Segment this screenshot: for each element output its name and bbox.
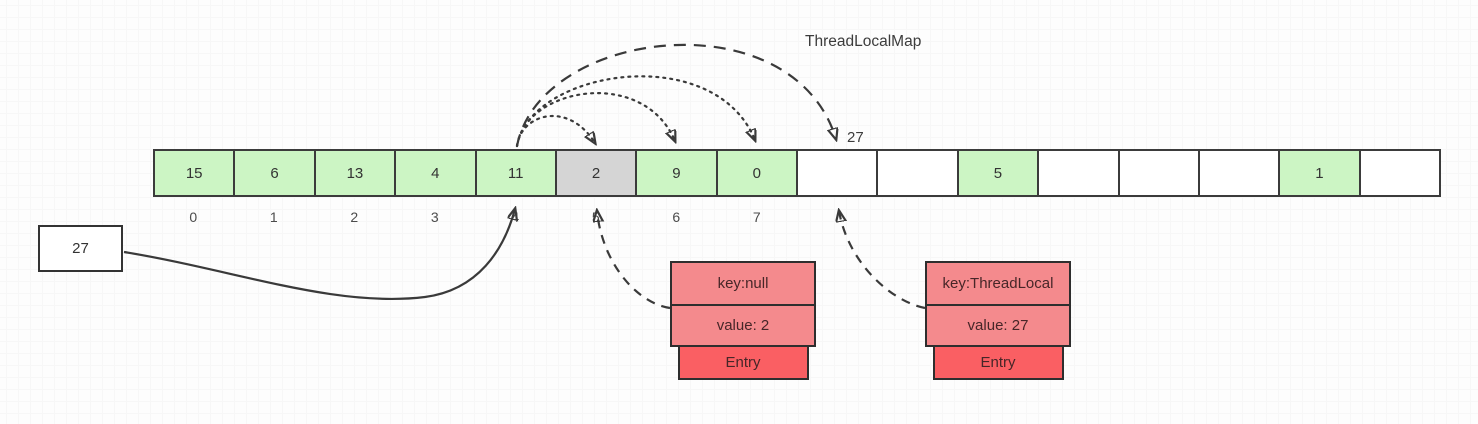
stale-entry-to-index5-arrow [597,211,671,310]
array-cell-1: 6 [235,151,316,195]
cell-value: 5 [993,164,1003,182]
cell-value: 9 [672,164,681,182]
array-cell-14: 1 [1280,151,1361,195]
entry-key-threadlocal: key:ThreadLocal value: 27 Entry [925,261,1071,380]
hash-arc-to-index8 [515,43,836,147]
diagram-title: ThreadLocalMap [805,33,922,50]
array-cell-8 [798,151,879,195]
value-27-box: 27 [38,225,123,272]
entry-key-row: key:ThreadLocal [925,261,1071,306]
array-cell-2: 13 [315,151,397,195]
array-cell-15 [1360,151,1439,195]
array-cell-11 [1039,151,1120,195]
hash-table-array: 15 6 13 4 11 2 9 0 5 1 [153,149,1441,197]
entry-value-row: value: 2 [670,304,816,347]
array-cell-0: 15 [155,151,236,195]
cell-value: 2 [591,164,601,182]
array-cell-5: 2 [556,151,638,195]
array-index-labels: 0 1 2 3 4 5 6 7 [153,209,797,225]
index-label-7: 7 [752,209,761,225]
cell-value: 0 [752,164,761,182]
entry-tab: Entry [677,345,809,380]
index-label-6: 6 [672,209,681,225]
cell-value: 13 [346,164,364,182]
probe-box-value: 27 [72,240,89,257]
entry-key-null: key:null value: 2 Entry [670,261,816,380]
array-cell-12 [1119,151,1200,195]
index-label-1: 1 [269,209,278,225]
index-label-3: 3 [430,209,439,225]
probe-arc-to-index7 [515,75,755,148]
cell-value: 11 [507,164,524,182]
array-cell-6: 9 [637,151,718,195]
array-cell-3: 4 [396,151,477,195]
live-entry-to-index8-arrow [839,211,926,310]
probe-arc-to-index5 [515,115,595,148]
entry-value-row: value: 27 [925,304,1071,347]
cell-value: 1 [1315,164,1324,182]
entry-key-row: key:null [670,261,816,306]
array-cell-7: 0 [717,151,798,195]
index-label-2: 2 [350,209,359,225]
array-cell-13 [1199,151,1281,195]
index-label-5: 5 [591,209,600,225]
probe-arc-to-index6 [515,92,675,148]
cell-value: 6 [270,164,279,182]
cell-value: 15 [185,164,203,182]
array-cell-4: 11 [476,151,557,195]
entry-tab: Entry [932,345,1064,380]
array-cell-9 [878,151,959,195]
index-label-4: 4 [511,209,520,225]
cell-value: 4 [431,164,440,182]
array-cell-10: 5 [958,151,1040,195]
index-label-0: 0 [189,209,198,225]
hash-arrow-label: 27 [847,129,864,146]
